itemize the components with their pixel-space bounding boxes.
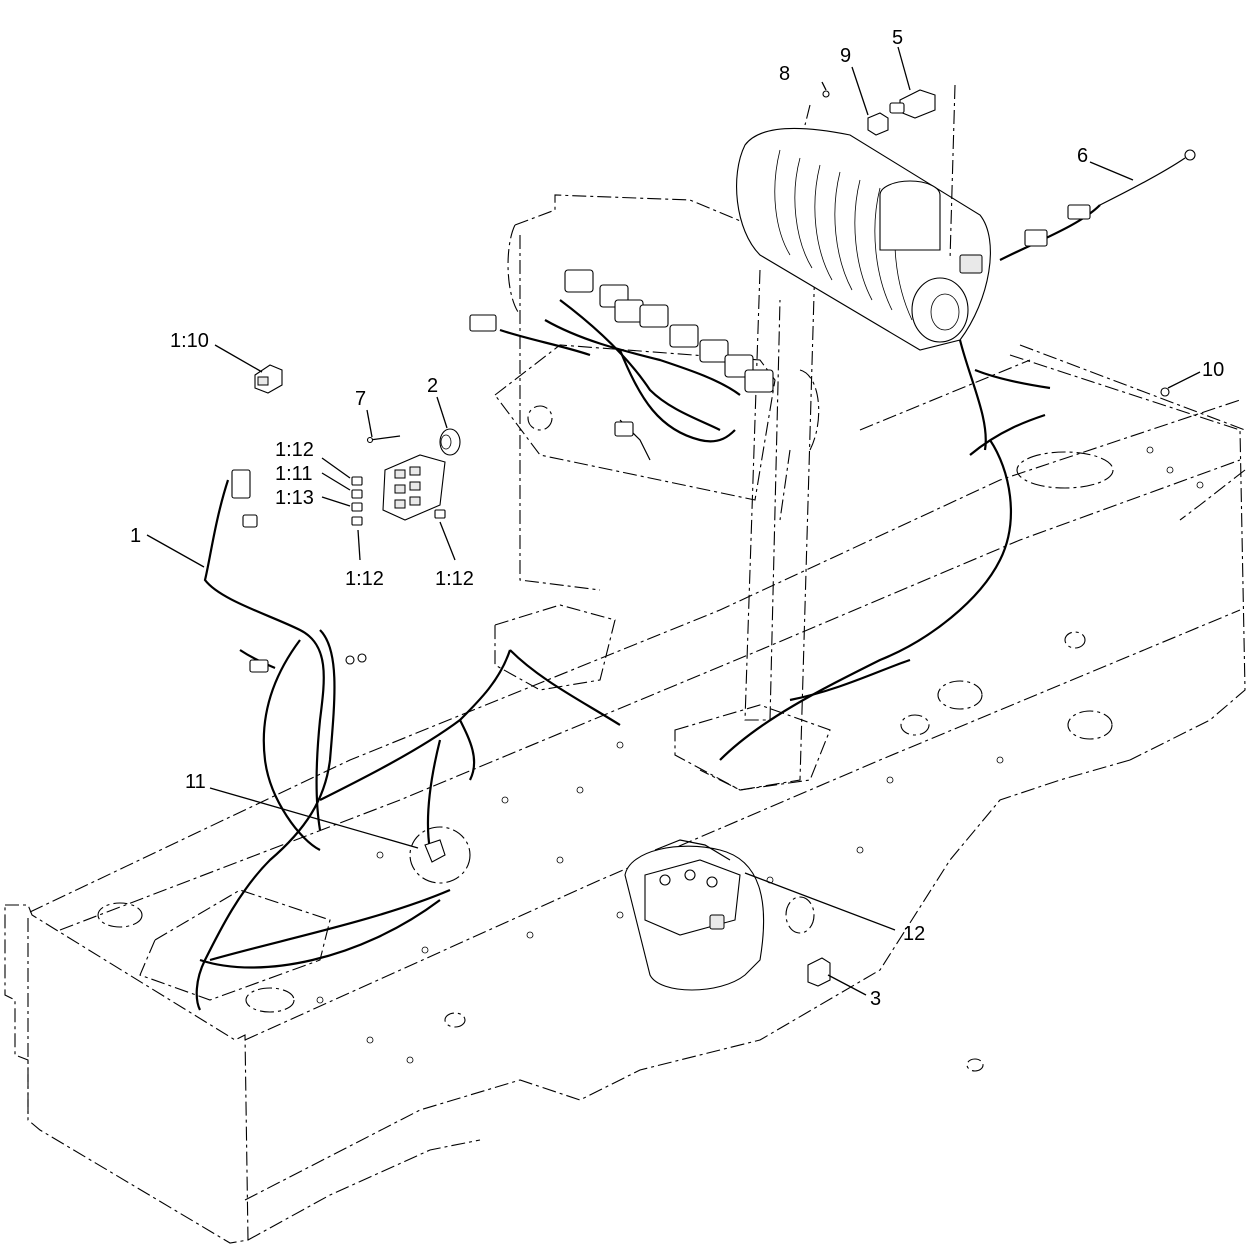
spacer-2 — [439, 428, 461, 456]
chassis-frame — [4, 194, 1246, 1244]
callout-1-11: 1:11 — [275, 463, 312, 485]
connector-1-10 — [254, 364, 283, 394]
screw-7 — [366, 435, 401, 444]
wire-lead-6 — [1024, 149, 1196, 247]
callout-7: 7 — [355, 388, 366, 410]
callout-1-12-bottom-left: 1:12 — [345, 568, 384, 590]
callout-1-13: 1:13 — [275, 487, 314, 509]
cap-9 — [867, 112, 889, 136]
connector-11 — [424, 839, 446, 863]
frame-holes — [316, 446, 1204, 1064]
air-cleaner-ribs — [774, 149, 913, 321]
control-panel-assembly — [469, 269, 776, 501]
callout-6: 6 — [1077, 145, 1088, 167]
callout-1-12-top: 1:12 — [275, 439, 314, 461]
callout-9: 9 — [840, 45, 851, 67]
callout-2: 2 — [427, 375, 438, 397]
pressure-switch-3 — [807, 957, 831, 987]
callout-11: 11 — [185, 771, 206, 793]
callout-10: 10 — [1202, 359, 1224, 381]
leader-lines — [146, 46, 1201, 996]
harness-connector-1 — [231, 469, 367, 673]
callout-labels: 1:10 1 1:12 1:11 1:13 1:12 1:12 7 2 8 9 … — [130, 27, 1224, 1010]
callout-12: 12 — [903, 923, 925, 945]
callout-8: 8 — [779, 63, 790, 85]
plug-10 — [1160, 387, 1170, 397]
hydraulic-valve-12 — [624, 839, 765, 991]
nut-8 — [822, 90, 830, 98]
callout-5: 5 — [892, 27, 903, 49]
fuse-block-1 — [351, 454, 446, 526]
callout-3: 3 — [870, 988, 881, 1010]
callout-1-10: 1:10 — [170, 330, 209, 352]
callout-1-12-bottom-right: 1:12 — [435, 568, 474, 590]
air-cleaner-assembly — [736, 84, 991, 351]
sensor-5 — [889, 89, 936, 119]
callout-1: 1 — [130, 525, 141, 547]
